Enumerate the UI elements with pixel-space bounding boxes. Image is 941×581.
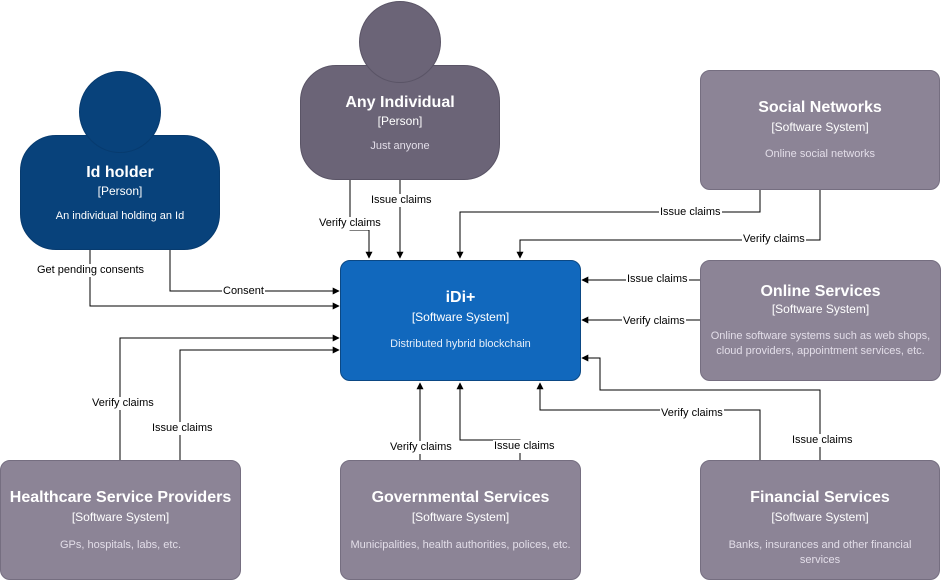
any-individual-head [359, 1, 441, 83]
edge-get-pending-consents [89, 250, 340, 310]
id-holder-desc: An individual holding an Id [55, 210, 185, 222]
edge-fin-issue [581, 354, 821, 460]
healthcare-desc: GPs, hospitals, labs, etc. [59, 539, 182, 551]
social-networks-desc: Online social networks [764, 148, 876, 160]
idi-system[interactable]: iDi+ [Software System] Distributed hybri… [340, 260, 581, 381]
social-networks-kind: [Software System] [771, 120, 869, 134]
governmental-kind: [Software System] [411, 510, 510, 524]
social-networks-system[interactable]: Social Networks [Software System] Online… [700, 70, 940, 190]
edge-health-verify [119, 334, 340, 460]
edge-social-issue [456, 190, 761, 259]
any-individual-title: Any Individual [345, 94, 455, 111]
label-social-issue: Issue claims [659, 206, 722, 219]
id-holder-head [79, 71, 161, 153]
label-fin-issue: Issue claims [791, 434, 854, 447]
label-gov-issue: Issue claims [493, 440, 556, 453]
financial-kind: [Software System] [771, 510, 869, 524]
governmental-system[interactable]: Governmental Services [Software System] … [340, 460, 581, 580]
edge-consent [169, 250, 340, 295]
social-networks-title: Social Networks [758, 99, 882, 116]
label-get-pending-consents: Get pending consents [36, 264, 146, 277]
any-individual-kind: [Person] [377, 114, 423, 128]
online-services-title: Online Services [760, 283, 881, 300]
financial-desc: Banks, insurances and other financial se… [728, 539, 912, 566]
label-any-issue: Issue claims [370, 194, 433, 207]
label-fin-verify: Verify claims [660, 407, 724, 420]
label-online-verify: Verify claims [622, 315, 686, 328]
governmental-title: Governmental Services [371, 489, 550, 506]
edge-fin-verify [536, 382, 761, 460]
label-health-verify: Verify claims [91, 397, 155, 410]
any-individual-desc: Just anyone [370, 140, 430, 152]
label-online-issue: Issue claims [626, 273, 689, 286]
online-services-desc: Online software systems such as web shop… [710, 330, 931, 357]
label-health-issue: Issue claims [151, 422, 214, 435]
financial-system[interactable]: Financial Services [Software System] Ban… [700, 460, 940, 580]
label-gov-verify: Verify claims [389, 441, 453, 454]
financial-title: Financial Services [750, 489, 890, 506]
online-services-system[interactable]: Online Services [Software System] Online… [700, 260, 941, 381]
id-holder-kind: [Person] [97, 184, 143, 198]
online-services-kind: [Software System] [771, 302, 870, 316]
idi-desc: Distributed hybrid blockchain [390, 338, 531, 350]
label-social-verify: Verify claims [742, 233, 806, 246]
healthcare-title: Healthcare Service Providers [9, 489, 232, 506]
edge-health-issue [179, 346, 340, 460]
any-individual-person[interactable]: Any Individual [Person] Just anyone [300, 65, 500, 180]
healthcare-kind: [Software System] [71, 510, 170, 524]
healthcare-system[interactable]: Healthcare Service Providers [Software S… [0, 460, 241, 580]
label-consent: Consent [222, 285, 265, 298]
idi-kind: [Software System] [411, 310, 510, 324]
id-holder-person[interactable]: Id holder [Person] An individual holding… [20, 135, 220, 250]
label-any-verify: Verify claims [318, 217, 382, 230]
edge-any-verify [349, 180, 373, 259]
governmental-desc: Municipalities, health authorities, poli… [350, 539, 571, 551]
idi-title: iDi+ [445, 289, 476, 306]
id-holder-title: Id holder [86, 164, 154, 181]
edge-social-verify [516, 190, 821, 259]
